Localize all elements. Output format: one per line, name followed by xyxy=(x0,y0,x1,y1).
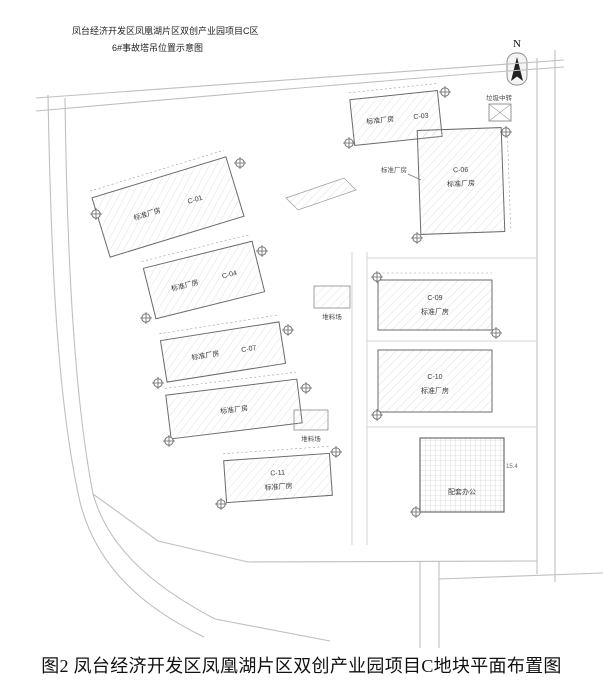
building-c06-name: 标准厂房 xyxy=(447,179,475,189)
building-c06-code: C-06 xyxy=(453,167,469,175)
tower-crane-icon xyxy=(233,156,247,170)
access-ramp xyxy=(285,177,357,211)
dimension-line xyxy=(223,446,329,455)
building-c07: 标准厂房 C-07 xyxy=(159,314,287,383)
dimension-line xyxy=(159,314,278,335)
building-c04-outline xyxy=(142,240,266,320)
building-office-name: 配套办公 xyxy=(448,487,476,496)
north-arrow-icon: N xyxy=(506,38,528,86)
building-c08-outline xyxy=(165,378,303,440)
building-c11: C-11 标准厂房 xyxy=(223,446,333,504)
building-office-outline xyxy=(419,437,505,513)
leader-line xyxy=(407,173,422,181)
building-c01: 标准厂房 C-01 xyxy=(89,149,245,258)
tower-crane-icon xyxy=(438,85,452,99)
building-c10-outline xyxy=(377,349,493,413)
building-c09-code: C-09 xyxy=(427,295,442,302)
building-c11-code: C-11 xyxy=(270,470,285,478)
north-arrow-pointer xyxy=(511,57,523,81)
material-yard-top: 堆料场 xyxy=(313,285,351,321)
dimension-line xyxy=(349,83,437,94)
building-c08: 标准厂房 xyxy=(164,371,303,440)
north-label: N xyxy=(513,38,521,50)
tower-crane-icon xyxy=(151,376,165,390)
garbage-transfer-station: 垃圾中转 xyxy=(486,93,513,122)
building-c06: C-06 标准厂房 xyxy=(416,127,512,235)
building-c04-code: C-04 xyxy=(221,270,238,280)
tower-crane-icon xyxy=(139,311,153,325)
tower-crane-icon xyxy=(281,323,295,337)
building-c01-code: C-01 xyxy=(187,195,204,206)
site-plan-drawing: 凤台经济开发区凤凰湖片区双创产业园项目C区 6#事故塔吊位置示意图 N xyxy=(35,25,603,648)
building-c09-name: 标准厂房 xyxy=(421,307,449,316)
figure-caption: 图2 凤台经济开发区凤凰湖片区双创产业园项目C地块平面布置图 xyxy=(41,656,562,676)
material-yard-bottom-outline xyxy=(293,409,329,431)
material-yard-bottom: 堆料场 xyxy=(293,409,329,443)
drawing-title-line1: 凤台经济开发区凤凰湖片区双创产业园项目C区 xyxy=(72,25,259,36)
building-c09-outline xyxy=(377,279,493,331)
building-c03-code: C-03 xyxy=(413,113,429,122)
building-c06-outline xyxy=(416,127,506,235)
garbage-transfer-cross xyxy=(488,103,512,122)
material-yard-top-outline xyxy=(313,285,351,309)
tower-crane-icon xyxy=(342,136,356,150)
material-yard-bottom-label: 堆料场 xyxy=(301,434,321,443)
building-c10-code: C-10 xyxy=(427,374,442,381)
dimension-line xyxy=(141,234,251,262)
building-c10-name: 标准厂房 xyxy=(421,386,449,395)
factory-leader-label: 标准厂房 xyxy=(381,165,407,174)
tower-crane-icon xyxy=(214,497,228,511)
building-c04: 标准厂房 C-04 xyxy=(141,234,266,320)
building-c11-name: 标准厂房 xyxy=(264,481,293,492)
material-yard-top-label: 堆料场 xyxy=(322,312,342,321)
drawing-title-line2: 6#事故塔吊位置示意图 xyxy=(112,42,203,53)
building-c01-outline xyxy=(91,156,245,258)
dimension-line xyxy=(89,149,224,192)
building-c07-code: C-07 xyxy=(241,345,257,354)
tower-crane-icon xyxy=(329,445,343,459)
building-c07-outline xyxy=(159,321,287,383)
dimension-line xyxy=(506,127,512,232)
factory-leader-annotation: 标准厂房 xyxy=(381,165,422,181)
dimension-line xyxy=(164,371,297,389)
road-network xyxy=(35,50,603,648)
building-c09: C-09 标准厂房 xyxy=(377,272,493,331)
building-c03-name: 标准厂房 xyxy=(366,114,395,126)
tower-crane-icon xyxy=(255,244,269,258)
building-c11-outline xyxy=(223,452,333,504)
garbage-transfer-label: 垃圾中转 xyxy=(486,93,513,102)
building-c10: C-10 标准厂房 xyxy=(377,349,493,413)
dimension-value: 15.4 xyxy=(506,464,518,470)
drawing-title: 凤台经济开发区凤凰湖片区双创产业园项目C区 6#事故塔吊位置示意图 xyxy=(72,25,259,53)
building-office: 配套办公 xyxy=(419,437,505,513)
tower-crane-icon xyxy=(299,381,313,395)
